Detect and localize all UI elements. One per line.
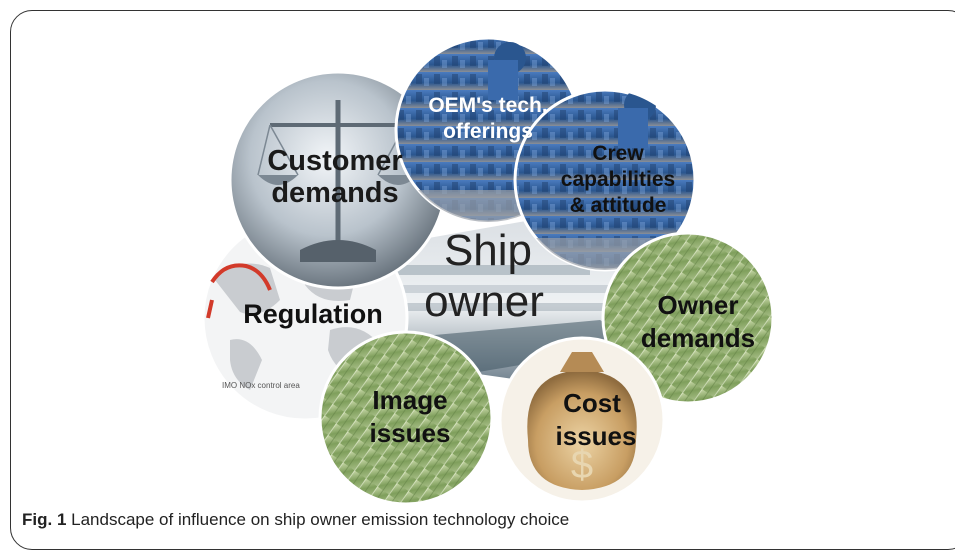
oem-label-line1: OEM's tech. [428,94,547,117]
owner-demands-circle [601,231,775,405]
map-legend-note: IMO NOx control area [222,381,300,390]
figure-caption: Fig. 1 Landscape of influence on ship ow… [22,510,569,530]
owner-label-line2: demands [641,323,755,353]
crew-label-line1: Crew [592,142,644,165]
customer-demands-circle [228,70,448,290]
customer-label-line2: demands [271,177,398,209]
image-issues-circle [318,330,494,506]
center-label-line1: Ship [444,226,532,275]
owner-label-line1: Owner [658,290,739,320]
figure-caption-label: Fig. 1 [22,510,67,529]
dollar-sign-icon: $ [571,443,593,487]
regulation-label: Regulation [243,299,383,329]
center-label-line2: owner [424,277,544,326]
figure-caption-text: Landscape of influence on ship owner emi… [71,510,570,529]
crew-label-line3: & attitude [570,194,667,217]
crew-label-line2: capabilities [561,168,675,191]
image-label-line2: issues [370,418,451,448]
cost-issues-circle: $ [498,336,666,504]
oem-label-line2: offerings [443,120,533,143]
customer-label-line1: Customer [267,145,402,177]
image-label-line1: Image [372,385,447,415]
cost-label-line2: issues [556,421,637,451]
cost-label-line1: Cost [563,388,621,418]
influence-diagram: IMO NOx control area [201,36,775,506]
